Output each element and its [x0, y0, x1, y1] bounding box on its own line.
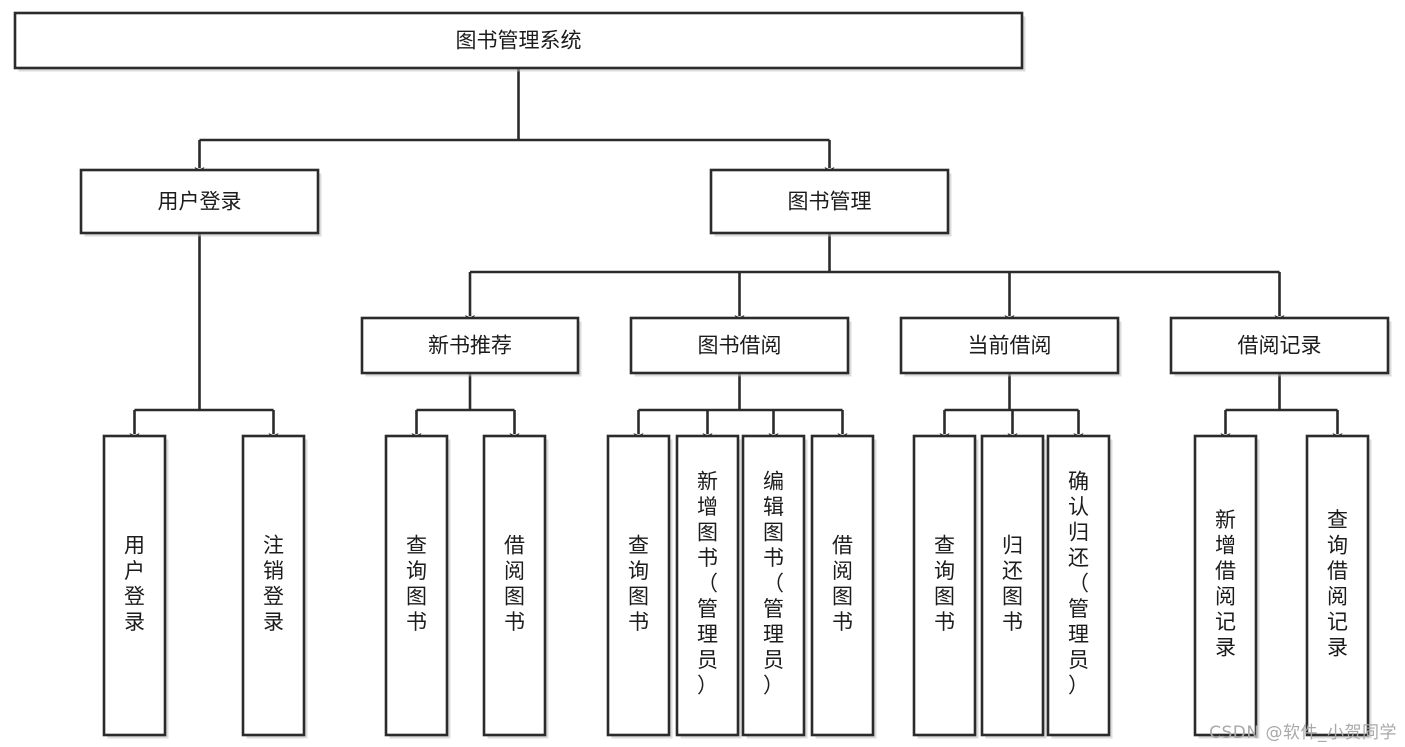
edges-layer — [129, 68, 1343, 442]
node-leaf-query-book-borrow[interactable]: 查询图书 — [606, 434, 673, 739]
node-label: 编辑图书（管理员） — [763, 470, 784, 698]
nodes-layer: 图书管理系统用户登录图书管理新书推荐图书借阅当前借阅借阅记录用户登录注销登录查询… — [13, 11, 1392, 739]
node-user-login[interactable]: 用户登录 — [79, 168, 322, 237]
node-new-book-recommend[interactable]: 新书推荐 — [360, 316, 582, 377]
node-leaf-edit-book-admin[interactable]: 编辑图书（管理员） — [741, 434, 808, 739]
node-book-manage[interactable]: 图书管理 — [709, 168, 952, 237]
node-leaf-query-book-rec[interactable]: 查询图书 — [384, 434, 451, 739]
node-borrow-record[interactable]: 借阅记录 — [1169, 316, 1392, 377]
node-label: 新书推荐 — [428, 334, 512, 358]
node-label: 用户登录 — [124, 533, 145, 634]
node-label: 用户登录 — [158, 190, 242, 214]
node-leaf-query-book-cur[interactable]: 查询图书 — [912, 434, 979, 739]
node-label: 借阅图书 — [832, 533, 853, 634]
node-label: 归还图书 — [1002, 533, 1023, 634]
node-label: 新增借阅记录 — [1215, 508, 1236, 660]
node-label: 查询图书 — [934, 533, 955, 634]
node-leaf-user-logout[interactable]: 注销登录 — [241, 434, 308, 739]
node-label: 查询图书 — [628, 533, 649, 634]
node-leaf-borrow-book-rec[interactable]: 借阅图书 — [482, 434, 549, 739]
node-leaf-query-borrow-record[interactable]: 查询借阅记录 — [1305, 434, 1372, 739]
node-label: 图书借阅 — [698, 334, 782, 358]
node-leaf-user-login[interactable]: 用户登录 — [102, 434, 169, 739]
node-label: 查询借阅记录 — [1327, 508, 1348, 660]
node-leaf-confirm-return-admin[interactable]: 确认归还（管理员） — [1046, 434, 1113, 739]
node-leaf-add-book-admin[interactable]: 新增图书（管理员） — [675, 434, 742, 739]
node-undefined[interactable]: 图书管理系统 — [13, 11, 1026, 72]
node-label: 图书管理 — [788, 190, 872, 214]
node-label: 借阅记录 — [1238, 334, 1322, 358]
node-leaf-add-borrow-record[interactable]: 新增借阅记录 — [1193, 434, 1260, 739]
node-leaf-return-book[interactable]: 归还图书 — [980, 434, 1047, 739]
node-leaf-borrow-book[interactable]: 借阅图书 — [810, 434, 877, 739]
node-current-borrow[interactable]: 当前借阅 — [899, 316, 1122, 377]
node-label: 查询图书 — [406, 533, 427, 634]
node-label: 确认归还（管理员） — [1068, 470, 1089, 698]
node-label: 借阅图书 — [504, 533, 525, 634]
node-label: 当前借阅 — [968, 334, 1052, 358]
watermark-text: CSDN @软件_小贺同学 — [1209, 723, 1397, 743]
node-label: 注销登录 — [263, 533, 284, 634]
node-book-borrow[interactable]: 图书借阅 — [629, 316, 852, 377]
node-label: 图书管理系统 — [456, 29, 582, 53]
node-label: 新增图书（管理员） — [697, 470, 718, 698]
